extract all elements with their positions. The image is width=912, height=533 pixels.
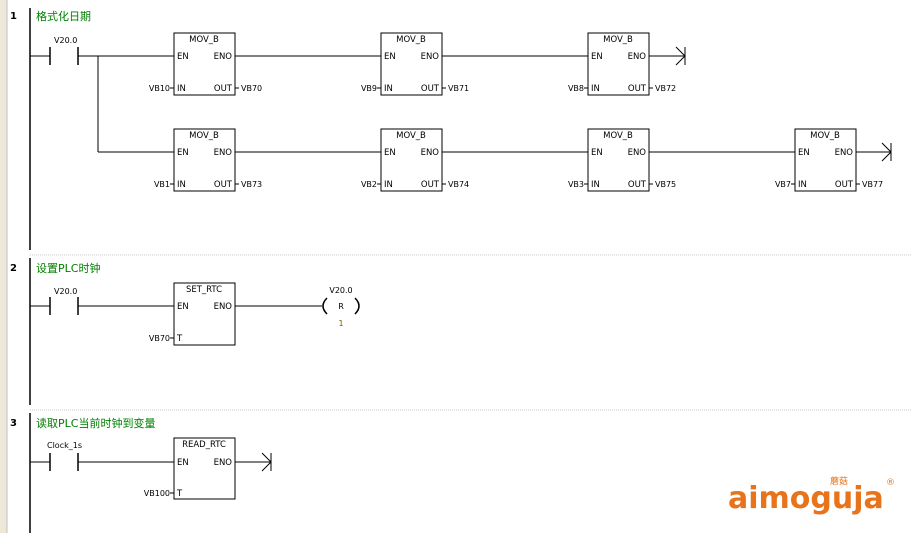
svg-text:SET_RTC: SET_RTC bbox=[186, 285, 222, 295]
svg-text:OUT: OUT bbox=[421, 180, 440, 190]
svg-text:OUT: OUT bbox=[628, 84, 647, 94]
coil-count[interactable]: 1 bbox=[338, 319, 343, 328]
network-number: 3 bbox=[10, 418, 17, 429]
svg-text:MOV_B: MOV_B bbox=[189, 35, 219, 45]
out-operand[interactable]: VB77 bbox=[862, 180, 883, 189]
network-3[interactable]: 3 读取PLC当前时钟到变量 Clock_1s READ_RTC EN ENO … bbox=[10, 413, 272, 533]
svg-text:OUT: OUT bbox=[214, 84, 233, 94]
svg-text:EN: EN bbox=[384, 52, 396, 62]
svg-text:EN: EN bbox=[177, 302, 189, 312]
svg-text:MOV_B: MOV_B bbox=[189, 131, 219, 141]
rung-end-arrow bbox=[261, 452, 272, 472]
svg-text:READ_RTC: READ_RTC bbox=[182, 440, 226, 450]
svg-text:ENO: ENO bbox=[421, 148, 440, 158]
svg-text:MOV_B: MOV_B bbox=[810, 131, 840, 141]
contact-address: Clock_1s bbox=[47, 441, 82, 450]
svg-text:IN: IN bbox=[177, 84, 186, 94]
out-operand[interactable]: VB75 bbox=[655, 180, 676, 189]
brand-logo: aimoguja 蘑菇 ® bbox=[728, 475, 895, 516]
read-rtc-block[interactable]: READ_RTC EN ENO T VB100 bbox=[144, 437, 236, 500]
svg-text:OUT: OUT bbox=[628, 180, 647, 190]
svg-text:EN: EN bbox=[177, 458, 189, 468]
t-operand[interactable]: VB70 bbox=[149, 334, 170, 343]
svg-text:MOV_B: MOV_B bbox=[603, 131, 633, 141]
svg-text:EN: EN bbox=[591, 52, 603, 62]
svg-text:IN: IN bbox=[591, 180, 600, 190]
reset-coil[interactable]: V20.0 R 1 bbox=[322, 286, 360, 328]
svg-text:EN: EN bbox=[384, 148, 396, 158]
svg-text:EN: EN bbox=[591, 148, 603, 158]
svg-text:ENO: ENO bbox=[835, 148, 854, 158]
svg-text:T: T bbox=[176, 489, 183, 499]
svg-text:EN: EN bbox=[177, 52, 189, 62]
contact-v20-0[interactable]: V20.0 bbox=[30, 287, 174, 315]
svg-text:IN: IN bbox=[177, 180, 186, 190]
in-operand[interactable]: VB3 bbox=[568, 180, 584, 189]
out-operand[interactable]: VB71 bbox=[448, 84, 469, 93]
mov-b-block[interactable]: MOV_B EN ENO IN OUT VB2 VB74 bbox=[361, 128, 469, 192]
coil-address: V20.0 bbox=[329, 286, 352, 295]
rung-end-arrow bbox=[675, 46, 686, 66]
editor-gutter bbox=[0, 0, 7, 533]
in-operand[interactable]: VB2 bbox=[361, 180, 377, 189]
svg-text:ENO: ENO bbox=[214, 52, 233, 62]
out-operand[interactable]: VB72 bbox=[655, 84, 676, 93]
in-operand[interactable]: VB7 bbox=[775, 180, 791, 189]
contact-address: V20.0 bbox=[54, 287, 77, 296]
network-comment[interactable]: 格式化日期 bbox=[36, 9, 91, 23]
network-number: 1 bbox=[10, 11, 17, 22]
mov-b-block[interactable]: MOV_B EN ENO IN OUT VB10 VB70 bbox=[149, 32, 262, 96]
svg-text:ENO: ENO bbox=[214, 148, 233, 158]
mov-b-block[interactable]: MOV_B EN ENO IN OUT VB7 VB77 bbox=[775, 128, 883, 192]
svg-text:IN: IN bbox=[384, 84, 393, 94]
svg-text:ENO: ENO bbox=[628, 148, 647, 158]
svg-text:IN: IN bbox=[384, 180, 393, 190]
out-operand[interactable]: VB73 bbox=[241, 180, 262, 189]
svg-text:OUT: OUT bbox=[421, 84, 440, 94]
network-2[interactable]: 2 设置PLC时钟 V20.0 SET_RTC EN ENO T VB70 V2… bbox=[10, 258, 360, 405]
t-operand[interactable]: VB100 bbox=[144, 489, 170, 498]
in-operand[interactable]: VB8 bbox=[568, 84, 584, 93]
svg-text:IN: IN bbox=[591, 84, 600, 94]
out-operand[interactable]: VB74 bbox=[448, 180, 469, 189]
network-number: 2 bbox=[10, 263, 17, 274]
network-1[interactable]: 1 格式化日期 V20.0 MOV_B EN ENO bbox=[10, 8, 892, 250]
contact-clock-1s[interactable]: Clock_1s bbox=[30, 441, 174, 471]
in-operand[interactable]: VB9 bbox=[361, 84, 377, 93]
network-comment[interactable]: 设置PLC时钟 bbox=[36, 261, 100, 275]
coil-type: R bbox=[338, 302, 344, 311]
contact-address: V20.0 bbox=[54, 36, 77, 45]
svg-text:ENO: ENO bbox=[214, 302, 233, 312]
rung-end-arrow bbox=[881, 142, 892, 162]
svg-text:MOV_B: MOV_B bbox=[603, 35, 633, 45]
svg-text:MOV_B: MOV_B bbox=[396, 131, 426, 141]
in-operand[interactable]: VB10 bbox=[149, 84, 170, 93]
svg-text:EN: EN bbox=[798, 148, 810, 158]
svg-text:EN: EN bbox=[177, 148, 189, 158]
svg-text:ENO: ENO bbox=[628, 52, 647, 62]
svg-text:IN: IN bbox=[798, 180, 807, 190]
svg-text:®: ® bbox=[886, 478, 895, 488]
svg-text:OUT: OUT bbox=[214, 180, 233, 190]
mov-b-block[interactable]: MOV_B EN ENO IN OUT VB3 VB75 bbox=[568, 128, 676, 192]
svg-text:T: T bbox=[176, 334, 183, 344]
out-operand[interactable]: VB70 bbox=[241, 84, 262, 93]
contact-v20-0[interactable]: V20.0 bbox=[30, 36, 174, 65]
svg-text:ENO: ENO bbox=[214, 458, 233, 468]
svg-text:MOV_B: MOV_B bbox=[396, 35, 426, 45]
svg-text:OUT: OUT bbox=[835, 180, 854, 190]
svg-text:aimoguja: aimoguja bbox=[728, 481, 884, 516]
svg-text:蘑菇: 蘑菇 bbox=[830, 475, 848, 487]
mov-b-block[interactable]: MOV_B EN ENO IN OUT VB1 VB73 bbox=[154, 128, 262, 192]
svg-text:ENO: ENO bbox=[421, 52, 440, 62]
set-rtc-block[interactable]: SET_RTC EN ENO T VB70 bbox=[149, 282, 236, 346]
in-operand[interactable]: VB1 bbox=[154, 180, 170, 189]
mov-b-block[interactable]: MOV_B EN ENO IN OUT VB8 VB72 bbox=[568, 32, 676, 96]
mov-b-block[interactable]: MOV_B EN ENO IN OUT VB9 VB71 bbox=[361, 32, 469, 96]
network-comment[interactable]: 读取PLC当前时钟到变量 bbox=[36, 416, 155, 430]
